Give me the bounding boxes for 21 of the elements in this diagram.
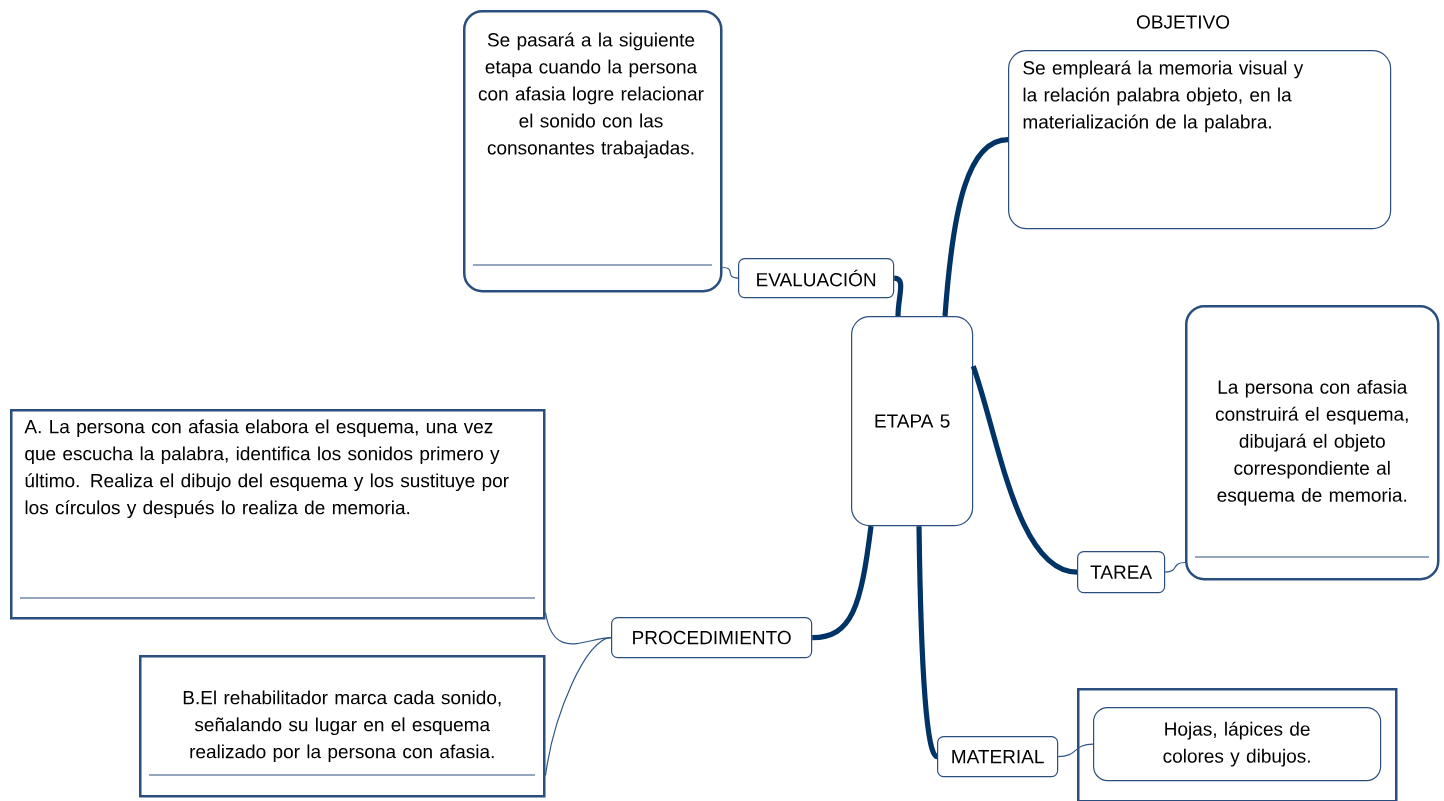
branch-line: [812, 525, 874, 641]
text-box: La persona con afasia construirá el esquema, dibujará el objeto correspondiente al esquema de memoria.: [1185, 305, 1440, 581]
node-label: OBJETIVO: [1136, 15, 1230, 29]
branch-label: MATERIAL: [937, 736, 1059, 778]
branch-label: TAREA: [1077, 551, 1166, 594]
stage-box: ETAPA 5: [851, 316, 974, 527]
text-box: Se pasará a la siguiente etapa cuando la persona con afasia logre relacionar el sonido con las consonantes trabajadas.: [463, 10, 723, 293]
branch-line: [893, 275, 904, 317]
text-box: Hojas, lápices de colores y dibujos.: [1093, 707, 1382, 782]
connector: [544, 637, 612, 777]
connector: [1057, 743, 1094, 758]
branch-line: [970, 365, 1078, 575]
branch-label: PROCEDIMIENTO: [611, 617, 813, 659]
connector: [721, 266, 739, 279]
connector: [1164, 561, 1186, 573]
text-box: OBJETIVO Se empleará la memoria visual y la relación palabra objeto, en la materialización de la palabra.: [1008, 15, 1392, 230]
branch-line: [942, 137, 1009, 317]
branch-label: EVALUACIÓN: [738, 258, 895, 299]
branch-line: [916, 526, 939, 759]
text-box: A. La persona con afasia elabora el esquema, una vez que escucha la palabra, identifica los sonidos primero y último. Realiza el dibujo del esquema y los sustituye por los círculos y después lo realiza de memoria.: [10, 409, 546, 620]
text-box: B.El rehabilitador marca cada sonido, señalando su lugar en el esquema realizado por la persona con afasia.: [139, 655, 546, 798]
